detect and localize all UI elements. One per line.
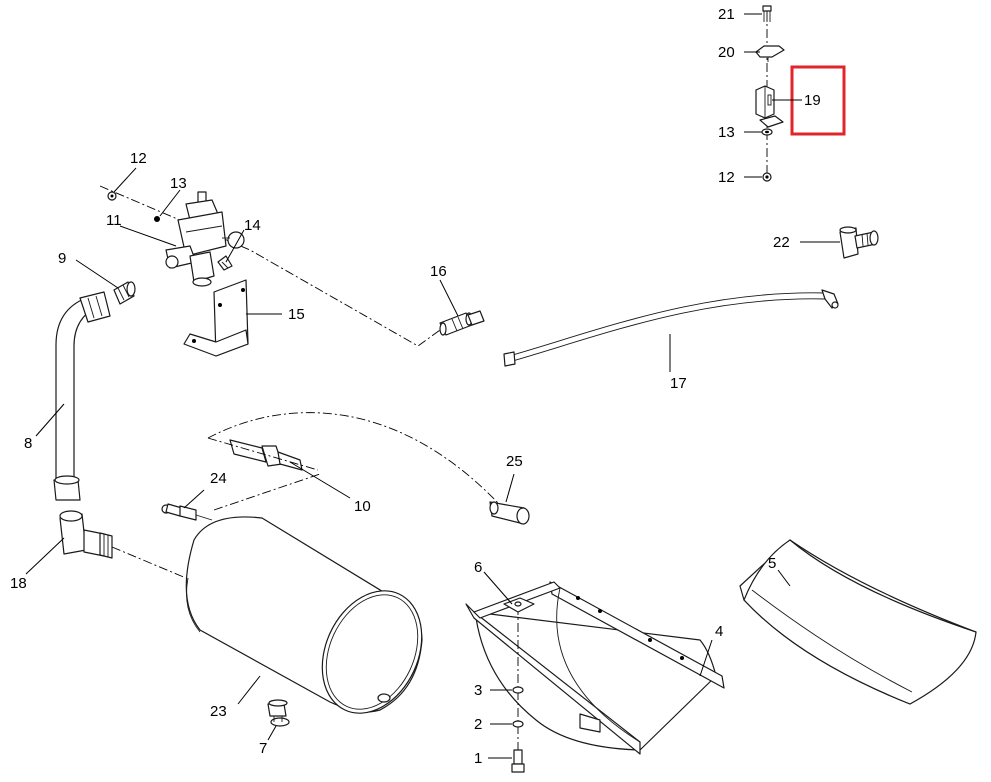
part-19-bracket xyxy=(755,85,784,128)
leader-lines xyxy=(25,13,840,759)
callout-17: 17 xyxy=(670,375,687,392)
callout-2: 2 xyxy=(474,716,482,733)
callout-6: 6 xyxy=(474,559,482,576)
part-1-bolt xyxy=(511,749,525,773)
part-2-washer xyxy=(512,720,524,728)
callout-25: 25 xyxy=(506,453,523,470)
part-7-drain-plug xyxy=(267,699,290,727)
callout-1: 1 xyxy=(474,750,482,767)
callout-10: 10 xyxy=(354,498,371,515)
callout-11: 11 xyxy=(106,212,122,229)
callout-19: 19 xyxy=(804,92,821,109)
part-23-air-tank xyxy=(185,516,423,714)
callout-13-left: 13 xyxy=(170,175,187,192)
part-9-fitting xyxy=(113,281,136,305)
part-15-bracket xyxy=(183,279,249,357)
part-13-washer-left xyxy=(154,216,160,222)
part-11-valve xyxy=(165,191,245,287)
part-20-clip xyxy=(755,45,785,62)
callout-23: 23 xyxy=(210,703,227,720)
part-25-elbow xyxy=(489,501,530,525)
part-21-bolt xyxy=(762,5,772,22)
callout-4: 4 xyxy=(715,623,723,640)
callout-13-right: 13 xyxy=(718,124,735,141)
callout-20: 20 xyxy=(718,44,735,61)
callout-22: 22 xyxy=(773,234,790,251)
callout-21: 21 xyxy=(718,6,735,23)
callout-12-left: 12 xyxy=(130,150,147,167)
part-4-cradle-bracket xyxy=(465,581,725,755)
bracket-stack-assembly xyxy=(755,5,785,182)
part-10-hose-fittings xyxy=(207,437,321,511)
part-24-sensor xyxy=(161,503,213,521)
part-18-tee-fitting xyxy=(59,510,113,559)
callout-12-right: 12 xyxy=(718,169,735,186)
callout-7: 7 xyxy=(259,740,267,757)
part-16-coupling xyxy=(439,310,485,336)
callout-16: 16 xyxy=(430,263,447,280)
callout-8: 8 xyxy=(24,435,32,452)
part-6-plate xyxy=(503,597,535,613)
part-12-nut-left xyxy=(107,191,117,201)
callout-3: 3 xyxy=(474,682,482,699)
callout-15: 15 xyxy=(288,306,305,323)
callout-24: 24 xyxy=(210,470,227,487)
callout-14: 14 xyxy=(244,217,261,234)
part-13-washer xyxy=(761,128,773,136)
callout-18: 18 xyxy=(10,575,27,592)
part-3-washer xyxy=(512,686,524,694)
part-14-screw xyxy=(217,255,233,271)
part-22-elbow-fitting xyxy=(839,226,879,259)
valve-assembly xyxy=(107,191,245,287)
callout-9: 9 xyxy=(58,250,66,267)
part-12-nut xyxy=(762,172,772,182)
part-17-hose xyxy=(503,289,839,367)
part-5-shield xyxy=(739,539,977,705)
fastener-stack xyxy=(503,597,535,773)
callout-labels: 21 20 19 13 12 22 12 13 11 14 9 15 16 17… xyxy=(10,6,821,767)
part-8-pipe xyxy=(53,291,111,501)
callout-5: 5 xyxy=(768,555,776,572)
